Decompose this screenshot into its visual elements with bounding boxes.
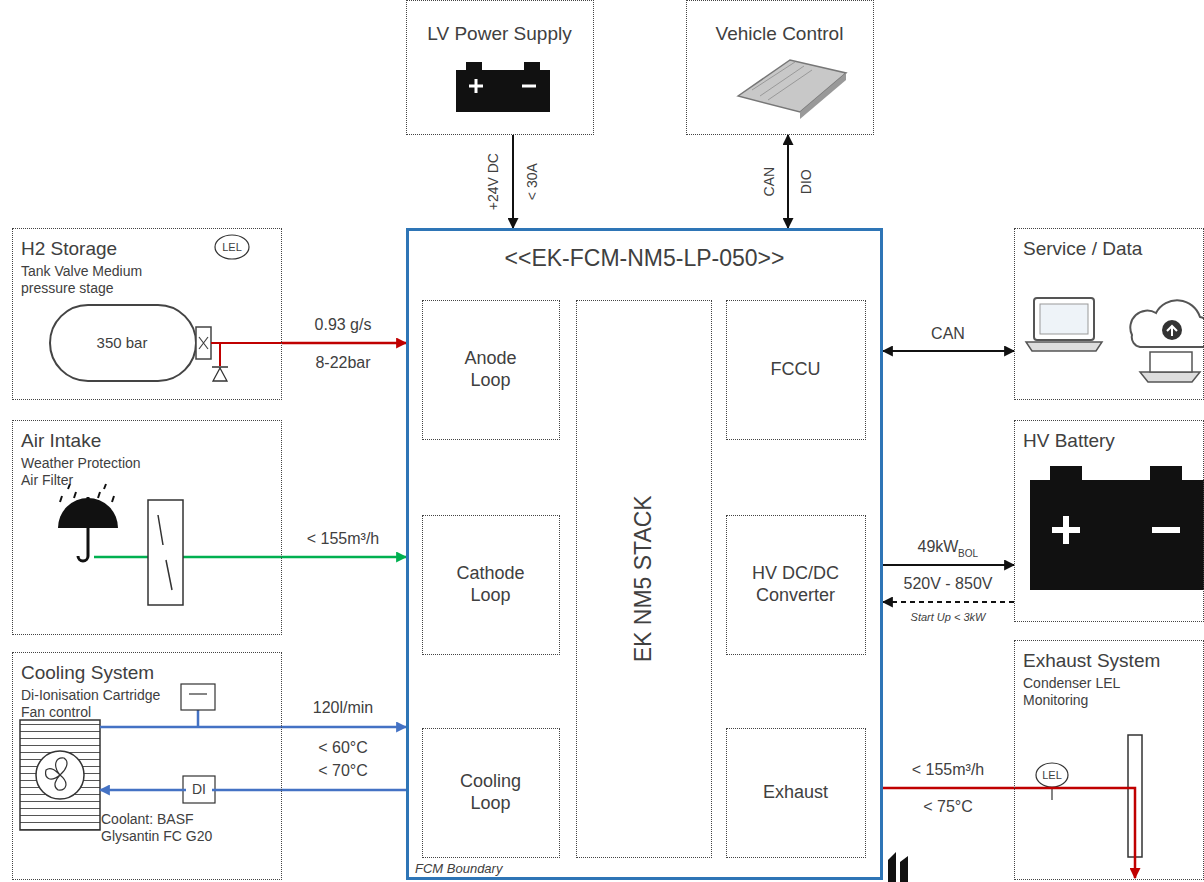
air-intake-icon xyxy=(58,484,282,605)
box-title: HV DC/DC Converter xyxy=(746,563,846,606)
edge-label: CAN xyxy=(931,325,965,343)
box-text: Coolant: BASF Glysantin FC G20 xyxy=(101,811,251,845)
module-box: Cooling Loop xyxy=(422,728,560,858)
box-title: Vehicle Control xyxy=(687,23,872,46)
box-title: Service / Data xyxy=(1023,238,1142,261)
edge-label: CAN xyxy=(762,167,777,197)
connector xyxy=(100,789,406,792)
annotation-label: < 75°C xyxy=(923,798,973,816)
box-text: FCM Boundary xyxy=(415,861,502,877)
connector xyxy=(787,135,789,228)
logo-mark xyxy=(888,852,908,882)
annotation-label: 350 bar xyxy=(97,335,148,352)
edge-label: < 155m³/h xyxy=(912,761,984,779)
module-box: Exhaust xyxy=(726,728,866,858)
box-text: Tank Valve Medium pressure stage xyxy=(21,263,161,297)
system-box: Service / Data xyxy=(1014,228,1204,400)
box-title: Anode Loop xyxy=(451,348,531,391)
connector xyxy=(883,350,1014,352)
edge-label: 0.93 g/s xyxy=(315,316,372,334)
system-box: LV Power Supply xyxy=(406,0,594,135)
box-title: EK NM5 STACK xyxy=(630,495,658,662)
hv-battery-icon xyxy=(1030,466,1204,590)
connector xyxy=(282,556,406,559)
connector xyxy=(883,788,1135,878)
module-box: HV DC/DC Converter xyxy=(726,515,866,655)
edge-label: < 70°C xyxy=(318,762,368,780)
box-text: Condenser LEL Monitoring xyxy=(1023,675,1133,709)
annotation-label: 8-22bar xyxy=(315,354,370,372)
annotation-label: LEL xyxy=(1042,769,1062,781)
box-title: Cathode Loop xyxy=(451,563,531,606)
edge-label: +24V DC xyxy=(486,153,501,210)
box-title: HV Battery xyxy=(1023,430,1115,453)
module-box: FCCU xyxy=(726,300,866,440)
service-icons xyxy=(1026,298,1204,382)
system-box: H2 StorageTank Valve Medium pressure sta… xyxy=(12,228,282,400)
edge-label: 49kW xyxy=(918,538,959,556)
connector xyxy=(282,726,406,729)
annotation-label: LEL xyxy=(222,241,242,253)
connector xyxy=(282,342,406,345)
system-box: Cooling SystemDi-Ionisation Cartridge Fa… xyxy=(12,652,282,880)
exhaust-icon xyxy=(1036,735,1142,857)
system-box: HV Battery xyxy=(1014,420,1204,622)
annotation-label: < 30A xyxy=(524,164,539,201)
box-title: <<EK-FCM-NM5-LP-050>> xyxy=(409,245,880,273)
annotation-label: DIO xyxy=(798,170,813,195)
annotation-label: BOL xyxy=(958,548,978,559)
system-box: Vehicle Control xyxy=(686,0,874,135)
system-box: Exhaust SystemCondenser LEL Monitoring xyxy=(1014,640,1204,880)
module-box: Anode Loop xyxy=(422,300,560,440)
ecu-icon xyxy=(738,60,846,119)
edge-label: < 155m³/h xyxy=(307,530,379,548)
edge-label: Start Up < 3kW xyxy=(911,611,986,623)
box-title: Air Intake xyxy=(21,430,101,453)
edge-label: 120l/min xyxy=(313,699,373,717)
box-title: FCCU xyxy=(751,359,841,381)
box-title: H2 Storage xyxy=(21,238,117,261)
annotation-label: DI xyxy=(186,779,212,800)
stack-box: EK NM5 STACK xyxy=(576,300,712,858)
box-title: Cooling Loop xyxy=(451,771,531,814)
connector xyxy=(883,601,1014,603)
radiator-icon xyxy=(20,684,282,830)
annotation-label: < 60°C xyxy=(318,739,368,757)
box-text: Weather Protection Air Filter xyxy=(21,455,151,489)
box-title: Exhaust xyxy=(751,782,841,804)
box-title: LV Power Supply xyxy=(407,23,592,46)
system-box: Air IntakeWeather Protection Air Filter xyxy=(12,420,282,635)
battery-icon xyxy=(456,62,550,112)
box-title: Exhaust System xyxy=(1023,650,1160,673)
annotation-label: 520V - 850V xyxy=(904,575,993,593)
box-title: Cooling System xyxy=(21,662,154,685)
box-text: Di-Ionisation Cartridge Fan control xyxy=(21,687,181,721)
connector xyxy=(512,135,514,228)
fcm-boundary: <<EK-FCM-NM5-LP-050>> FCM Boundary Anode L… xyxy=(406,228,883,880)
connector xyxy=(883,564,1014,566)
module-box: Cathode Loop xyxy=(422,515,560,655)
